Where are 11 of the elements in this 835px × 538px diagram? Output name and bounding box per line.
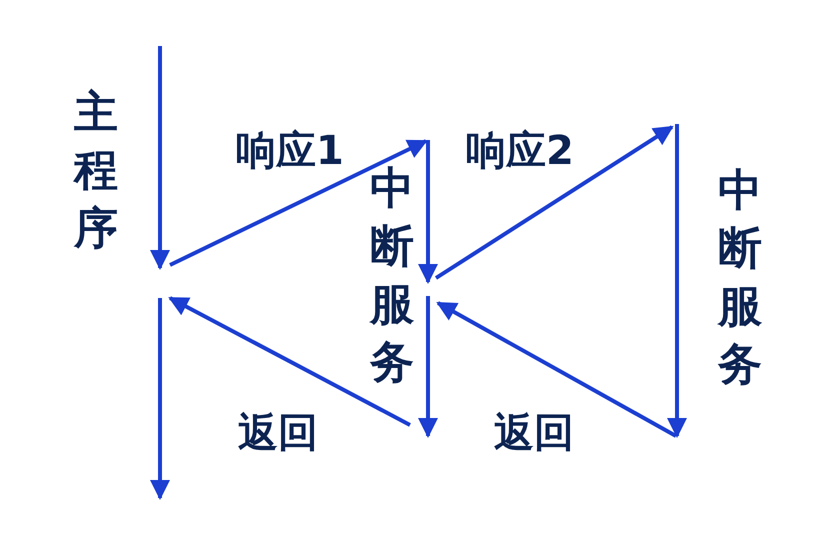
program-label: 主程序 [72,86,119,256]
program-label: 中断服务 [716,164,763,392]
arrow [434,125,674,280]
arrow [168,296,411,427]
arrow [169,139,428,267]
edge-label: 响应2 [466,128,574,174]
arrow [436,301,677,438]
edge-label: 响应1 [236,128,344,174]
edge-label: 返回 [238,410,318,456]
edge-label: 返回 [494,410,574,456]
program-label: 中断服务 [368,162,415,390]
